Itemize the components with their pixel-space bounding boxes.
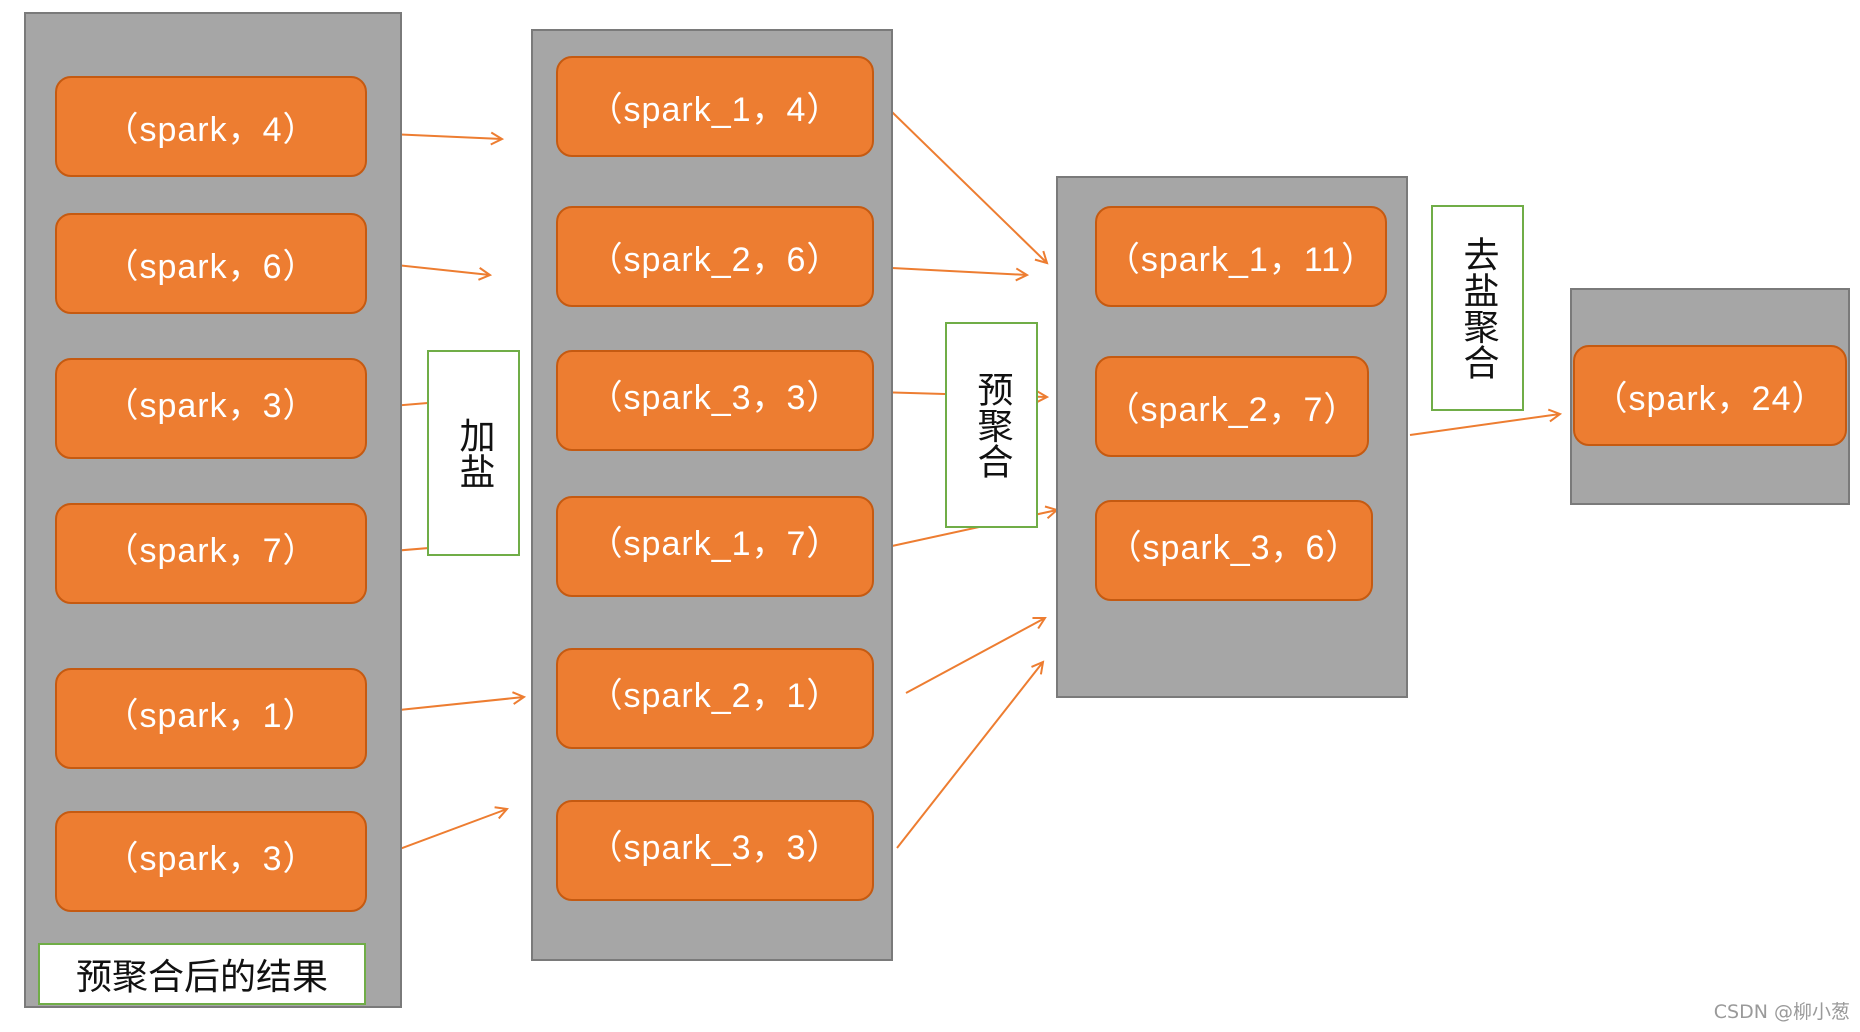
salt-label: 加盐 [427,350,520,556]
stage1-node-3: （spark，3） [55,358,367,459]
stage1-node-5: （spark，1） [55,668,367,769]
stage2-node-3: （spark_3，3） [556,350,874,451]
stage3-node-3: （spark_3，6） [1095,500,1373,601]
stage2-node-4: （spark_1，7） [556,496,874,597]
stage1-node-4: （spark，7） [55,503,367,604]
salt-label-text: 加盐 [453,417,495,489]
watermark: CSDN @柳小葱 [1713,1001,1850,1023]
stage3-node-2: （spark_2，7） [1095,356,1369,457]
pre-agg-label: 预聚合 [945,322,1038,528]
stage1-node-1: （spark，4） [55,76,367,177]
desalt-label: 去盐聚合 [1431,205,1524,411]
pre-agg-label-text: 预聚合 [971,371,1013,479]
stage3-node-1: （spark_1，11） [1095,206,1387,307]
stage4-node-1: （spark，24） [1573,345,1847,446]
arrow-s3-1 [1409,414,1560,436]
stage1-node-2: （spark，6） [55,213,367,314]
stage1-node-6: （spark，3） [55,811,367,912]
arrow-s2-5 [905,618,1045,694]
stage1-caption-text: 预聚合后的结果 [75,957,328,998]
stage2-node-5: （spark_2，1） [556,648,874,749]
stage1-caption: 预聚合后的结果 [38,943,366,1005]
stage2-node-2: （spark_2，6） [556,206,874,307]
stage2-node-1: （spark_1，4） [556,56,874,157]
arrow-s2-2 [891,267,1027,275]
stage2-node-6: （spark_3，3） [556,800,874,901]
arrow-s2-6 [896,662,1043,849]
desalt-label-text: 去盐聚合 [1457,236,1499,380]
arrow-s2-1 [891,111,1047,263]
